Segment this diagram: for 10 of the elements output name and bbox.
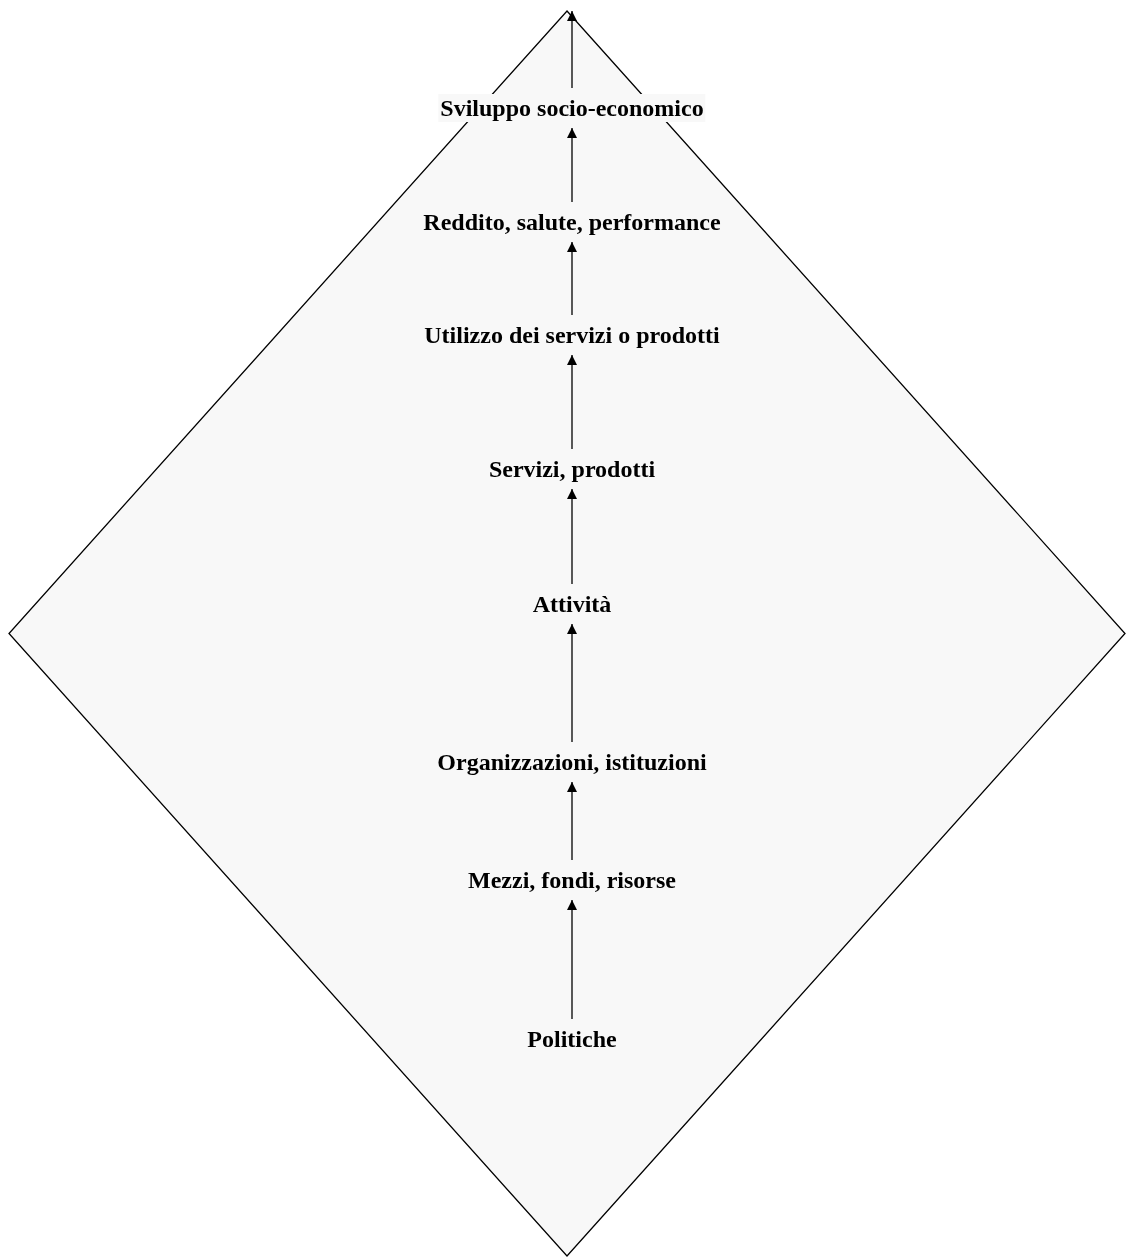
diamond-shape xyxy=(8,10,1126,1257)
arrow xyxy=(567,781,577,861)
level-label: Sviluppo socio-economico xyxy=(438,94,706,122)
arrow xyxy=(567,899,577,1020)
arrow xyxy=(567,354,577,450)
arrow xyxy=(567,127,577,203)
arrow xyxy=(567,623,577,743)
arrow xyxy=(567,488,577,585)
arrow xyxy=(567,10,577,89)
arrow xyxy=(567,241,577,316)
